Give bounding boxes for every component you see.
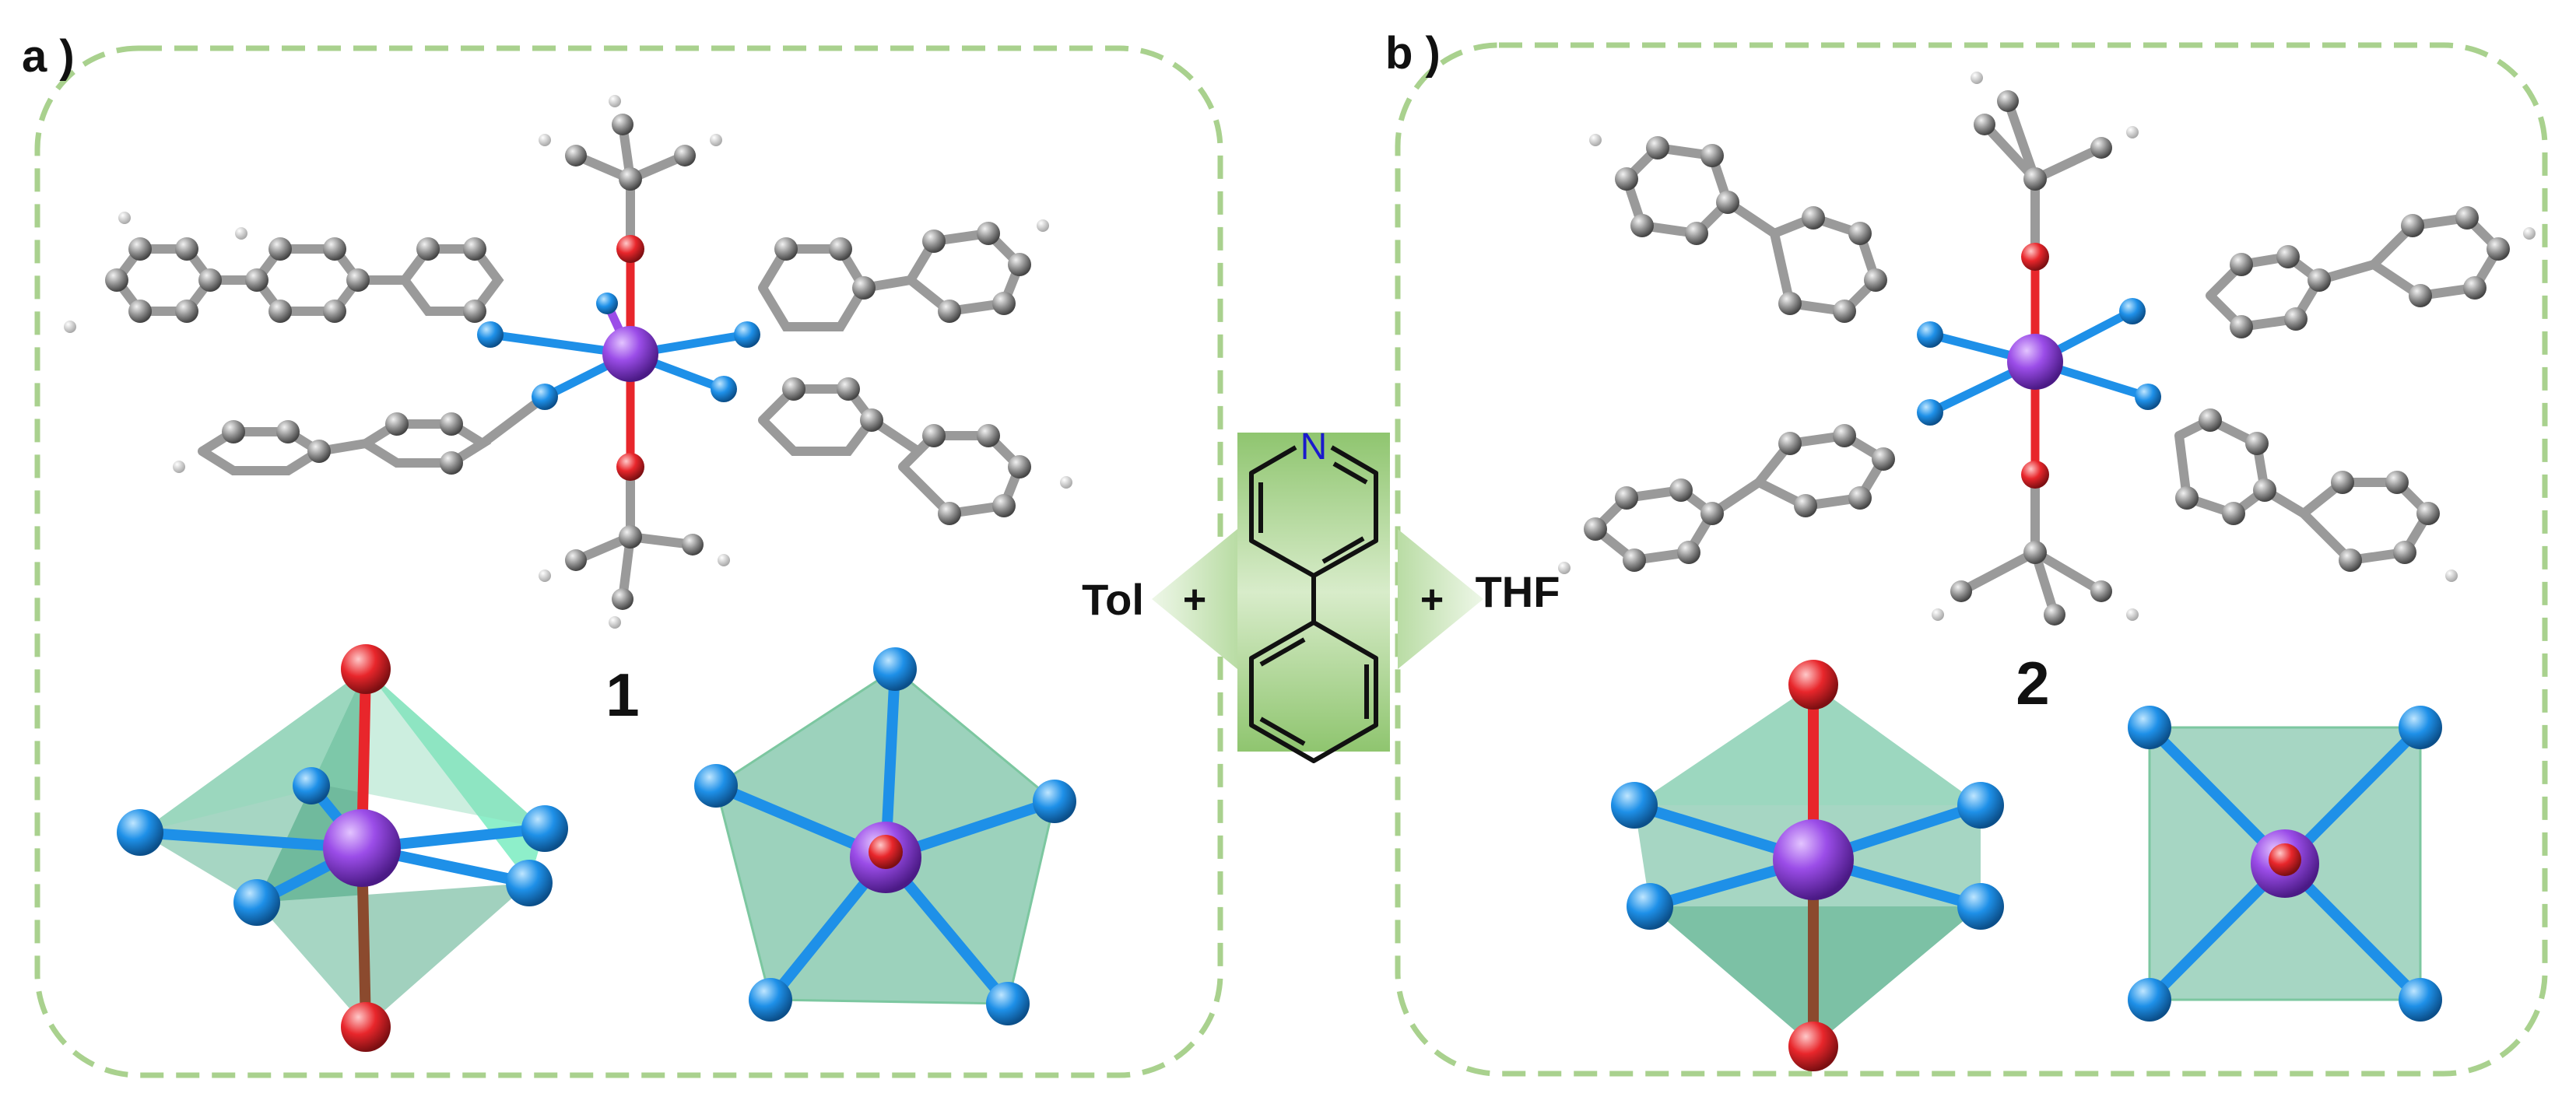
phenylpyridine-ligand: N (1237, 426, 1390, 763)
plus-left: + (1183, 577, 1206, 622)
panel-b-frame (1395, 42, 2548, 1077)
arrow-to-tol (1152, 529, 1237, 669)
plus-right: + (1420, 577, 1444, 622)
polyhedron-1-top-view (694, 647, 1076, 1025)
arrow-to-thf (1398, 529, 1483, 669)
compound-2-label: 2 (2016, 649, 2049, 717)
solvent-thf-label: THF (1476, 567, 1560, 616)
polyhedron-2-top-view (2128, 706, 2442, 1022)
pyridine-n-label: N (1300, 426, 1328, 468)
compound-1-label: 1 (605, 661, 639, 729)
molecule-2-structure (1558, 72, 2536, 626)
panel-b-label: b ) (1385, 28, 1441, 79)
molecule-1-structure (64, 95, 1072, 629)
polyhedron-1-side-view (117, 644, 568, 1052)
solvent-tol-label: Tol (1082, 575, 1144, 624)
polyhedron-2-side-view (1611, 660, 2004, 1071)
panel-a-label: a ) (22, 31, 75, 82)
